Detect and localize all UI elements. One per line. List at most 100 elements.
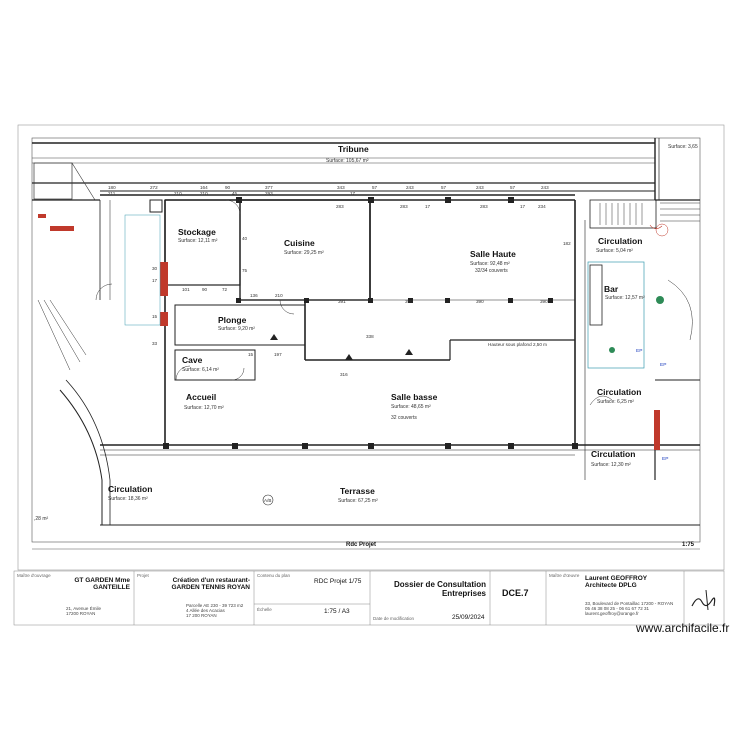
accueil-surface: Surface: 12,70 m²	[184, 405, 224, 411]
circulation-right-name: Circulation	[591, 449, 635, 459]
svg-text:45: 45	[232, 191, 238, 196]
equipment-markers	[124, 199, 660, 450]
svg-text:72: 72	[222, 287, 228, 292]
project-label: Projet	[137, 573, 149, 578]
fixtures	[589, 223, 693, 406]
project-address: Parcelle AE 230 - 39 723 m2 4 Allée des …	[186, 603, 244, 618]
svg-text:30: 30	[152, 266, 158, 271]
salle-haute-name: Salle Haute	[470, 249, 516, 259]
svg-text:210: 210	[174, 191, 182, 196]
left-edge-surface: ,28 m²	[34, 516, 49, 522]
cuisine-surface: Surface: 29,25 m²	[284, 250, 324, 256]
svg-text:283: 283	[400, 204, 408, 209]
svg-text:40: 40	[242, 236, 248, 241]
structural-posts	[163, 197, 578, 449]
dimensions-mid: 101 90 72 136 210 391 390 390 390 30 17 …	[152, 236, 548, 377]
dimensions-top: 180 272 164 90 377 343 57 243 57 243 57 …	[108, 185, 571, 246]
svg-text:57: 57	[372, 185, 378, 190]
tribune-zone: Tribune Surface: 105,67 m² Surface: 3,65	[32, 138, 698, 200]
salle-haute-surface: Surface: 92,48 m²	[470, 261, 510, 267]
svg-text:17: 17	[350, 191, 356, 196]
room-labels: Stockage Surface: 12,11 m² Cuisine Surfa…	[108, 227, 645, 504]
level-markers	[270, 334, 413, 360]
doors	[95, 199, 295, 381]
plan-title: Rdc Projet	[346, 542, 376, 548]
doc-number: DCE.7	[502, 588, 529, 598]
doc-type: Dossier de Consultation Entreprises	[393, 580, 486, 598]
ep-label-1: EP	[660, 362, 666, 368]
svg-text:90: 90	[225, 185, 231, 190]
circulation-mid-name: Circulation	[597, 387, 641, 397]
terrasse-name: Terrasse	[340, 486, 375, 496]
watermark: www.archifacile.fr	[636, 621, 730, 635]
svg-text:75: 75	[242, 268, 248, 273]
svg-text:A/B: A/B	[264, 498, 271, 503]
architect-label: Maître d'œuvre	[549, 573, 580, 578]
accueil-name: Accueil	[186, 392, 216, 402]
svg-text:15: 15	[248, 352, 254, 357]
svg-text:197: 197	[274, 352, 282, 357]
svg-text:210: 210	[275, 293, 283, 298]
ceiling-note: Hauteur sous plafond 2,50 m	[488, 342, 547, 347]
svg-text:15: 15	[152, 314, 158, 319]
svg-text:17: 17	[520, 204, 526, 209]
stairs	[599, 202, 700, 225]
cuisine-name: Cuisine	[284, 238, 315, 248]
scale-label: Échelle	[257, 607, 272, 612]
svg-text:390: 390	[405, 299, 413, 304]
svg-text:390: 390	[476, 299, 484, 304]
bar-name: Bar	[604, 284, 619, 294]
bar-surface: Surface: 12,57 m²	[605, 295, 645, 301]
architect-logo	[688, 580, 720, 620]
salle-basse-name: Salle basse	[391, 392, 438, 402]
stockage-surface: Surface: 12,11 m²	[178, 238, 218, 244]
tribune-right-surface: Surface: 3,65	[668, 144, 698, 150]
plonge-surface: Surface: 9,20 m²	[218, 326, 255, 332]
circulation-top-name: Circulation	[598, 236, 642, 246]
svg-text:164: 164	[200, 185, 208, 190]
svg-text:57: 57	[441, 185, 447, 190]
svg-text:101: 101	[182, 287, 190, 292]
terrasse-surface: Surface: 67,25 m²	[338, 498, 378, 504]
svg-text:316: 316	[340, 372, 348, 377]
architect-name: Laurent GEOFFROY Architecte DPLG	[585, 575, 648, 589]
svg-text:338: 338	[366, 334, 374, 339]
ep-label-3: EP	[662, 456, 668, 462]
svg-text:243: 243	[476, 185, 484, 190]
svg-text:182: 182	[563, 241, 571, 246]
phase-label: Contenu du plan	[257, 573, 291, 578]
ep-label-2: EP	[636, 348, 642, 354]
svg-text:283: 283	[480, 204, 488, 209]
left-exterior: ,28 m²	[32, 162, 111, 525]
client-address: 21, Avenue Émile 17200 ROYAN	[66, 606, 101, 616]
title-block-frame	[13, 570, 725, 626]
svg-text:57: 57	[510, 185, 516, 190]
svg-text:211: 211	[108, 191, 116, 196]
svg-text:180: 180	[108, 185, 116, 190]
project-name: Création d'un restaurant- GARDEN TENNIS …	[171, 577, 251, 591]
circulation-left-surface: Surface: 18,36 m²	[108, 496, 148, 502]
circulation-mid-surface: Surface: 6,25 m²	[597, 399, 634, 405]
phase-value: RDC Projet 1/75	[314, 578, 362, 585]
red-marker-left	[50, 226, 74, 231]
sheet-border	[17, 124, 725, 571]
svg-text:136: 136	[250, 293, 258, 298]
svg-text:391: 391	[338, 299, 346, 304]
date-value: 25/09/2024	[452, 614, 485, 621]
plonge-name: Plonge	[218, 315, 247, 325]
svg-text:210: 210	[200, 191, 208, 196]
misc-labels: EP EP EP Hauteur sous plafond 2,50 m A/B	[262, 342, 668, 506]
svg-text:283: 283	[336, 204, 344, 209]
svg-text:390: 390	[540, 299, 548, 304]
scale-value: 1:75 / A3	[324, 608, 350, 615]
date-label: Date de modification	[373, 616, 415, 621]
cave-surface: Surface: 6,14 m²	[182, 367, 219, 373]
tribune-name: Tribune	[338, 144, 369, 154]
client-name: GT GARDEN Mme GANTEILLE	[74, 577, 130, 591]
salle-basse-note: 32 couverts	[391, 415, 417, 421]
svg-text:33: 33	[152, 341, 158, 346]
svg-text:343: 343	[337, 185, 345, 190]
svg-text:17: 17	[425, 204, 431, 209]
drawing-frame	[31, 137, 701, 543]
